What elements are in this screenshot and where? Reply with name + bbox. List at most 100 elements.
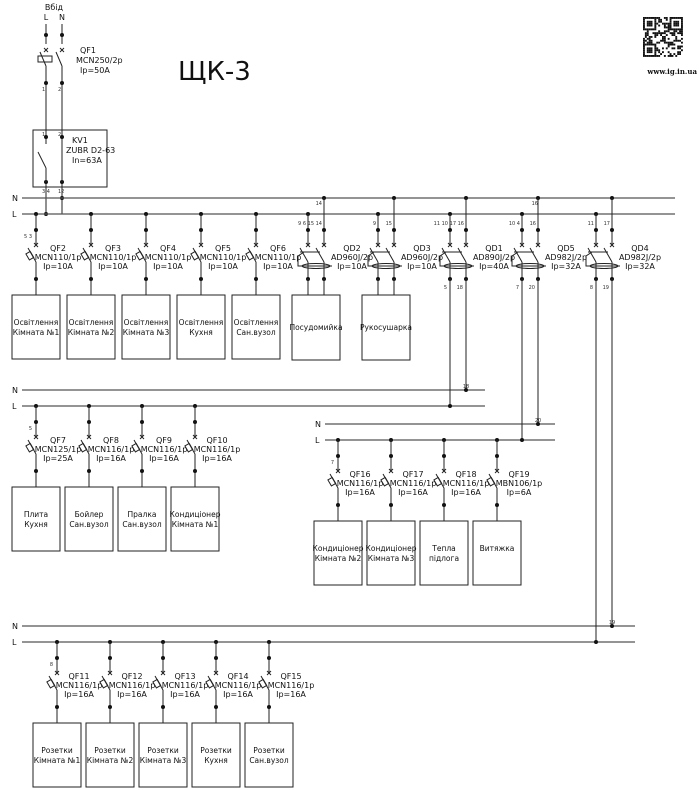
contact-cross (321, 242, 327, 248)
qr-module (644, 28, 647, 31)
qr-module (671, 28, 674, 31)
qr-module (677, 20, 680, 23)
qr-module (673, 47, 676, 50)
qr-module (654, 18, 657, 21)
wire-number: 18 (457, 285, 463, 291)
load-name: Кондиціонер (366, 544, 417, 553)
qr-module (660, 18, 662, 21)
qr-module (643, 47, 645, 50)
qr-module (643, 17, 645, 19)
rcd-id: QD5 (557, 244, 575, 253)
rcd-trip-circuit (585, 251, 620, 267)
load-name: Розетки (94, 746, 126, 755)
junction-dot (193, 469, 197, 473)
load-name: Освітлення (124, 318, 169, 327)
qr-module (654, 24, 657, 27)
junction-dot (336, 503, 340, 507)
qr-module (646, 24, 649, 27)
qr-module (667, 37, 670, 40)
qr-module (662, 47, 664, 50)
load-location: Кімната №2 (315, 554, 362, 563)
breaker-model: MCN116/1p (162, 681, 209, 690)
rcd-blade (369, 247, 379, 263)
qr-module (667, 30, 670, 33)
load-name: Розетки (41, 746, 73, 755)
qr-module (681, 24, 683, 27)
breaker-rating: Ip=16A (345, 488, 375, 497)
qr-module (679, 51, 681, 54)
qr-module (673, 34, 676, 36)
thermal-release-icon (135, 250, 145, 261)
qr-module (667, 26, 670, 29)
qr-module (663, 37, 666, 40)
qr-module (675, 20, 678, 23)
input-L-label: L (44, 13, 49, 22)
wire-number: 11 10 (434, 221, 448, 227)
contact-cross (160, 670, 166, 676)
breaker-id: QF19 (508, 470, 529, 479)
qr-module (643, 53, 645, 55)
qr-module (658, 49, 661, 52)
breaker-id: QF10 (206, 436, 227, 445)
wire-number: 10 4 (509, 221, 520, 227)
qr-module (643, 18, 645, 21)
contact-cross (593, 242, 599, 248)
qr-module (652, 55, 655, 57)
qr-module (667, 22, 670, 25)
row3-n-label: N (315, 420, 321, 429)
rcd-current-sensor-icon (301, 263, 331, 269)
qr-module (654, 17, 657, 19)
qr-module (667, 51, 670, 54)
qr-module (675, 17, 678, 19)
wire-number: 12 (58, 189, 64, 195)
thermal-release-icon (78, 442, 88, 453)
breaker-rating: Ip=16A (170, 690, 200, 699)
qr-module (677, 39, 680, 42)
breaker-id: QF7 (50, 436, 66, 445)
contactor-contact (37, 151, 47, 169)
contact-cross (33, 434, 39, 440)
qr-module (648, 36, 651, 38)
qr-module (681, 30, 683, 33)
breaker-rating: Ip=16A (64, 690, 94, 699)
rcd-blade (457, 247, 467, 263)
qr-module (665, 41, 668, 44)
load-name: Рукосушарка (360, 323, 412, 332)
qr-module (650, 43, 653, 46)
row3-l-label: L (315, 436, 320, 445)
contact-cross (463, 242, 469, 248)
rcd-trip-circuit (367, 251, 402, 267)
contact-cross (54, 670, 60, 676)
load-location: Кімната №3 (140, 756, 187, 765)
qr-module (669, 22, 672, 25)
wire-number: 7 (516, 285, 519, 291)
contact-cross (198, 242, 204, 248)
qr-module (650, 36, 653, 38)
qr-module (679, 17, 681, 19)
thermal-release-icon (80, 250, 90, 261)
breaker-rating: Ip=25A (43, 454, 73, 463)
qr-module (679, 32, 681, 35)
junction-dot (495, 454, 499, 458)
junction-dot (199, 228, 203, 232)
contact-cross (441, 468, 447, 474)
breaker-model: MCN116/1p (215, 681, 262, 690)
breaker-id: QF8 (103, 436, 119, 445)
load-location: Кімната №1 (13, 328, 60, 337)
load-box (138, 722, 188, 788)
wire-number: 20 (535, 418, 541, 424)
junction-dot (34, 469, 38, 473)
junction-dot (495, 503, 499, 507)
breaker-rating: Ip=6A (507, 488, 532, 497)
junction-dot (442, 454, 446, 458)
thermal-release-icon (99, 678, 109, 689)
qr-module (650, 41, 653, 44)
rcd-current-sensor-icon (443, 263, 473, 269)
qr-module (681, 20, 683, 23)
qr-module (646, 47, 649, 50)
qr-module (675, 22, 678, 25)
qr-module (669, 32, 672, 35)
qr-module (650, 51, 653, 54)
